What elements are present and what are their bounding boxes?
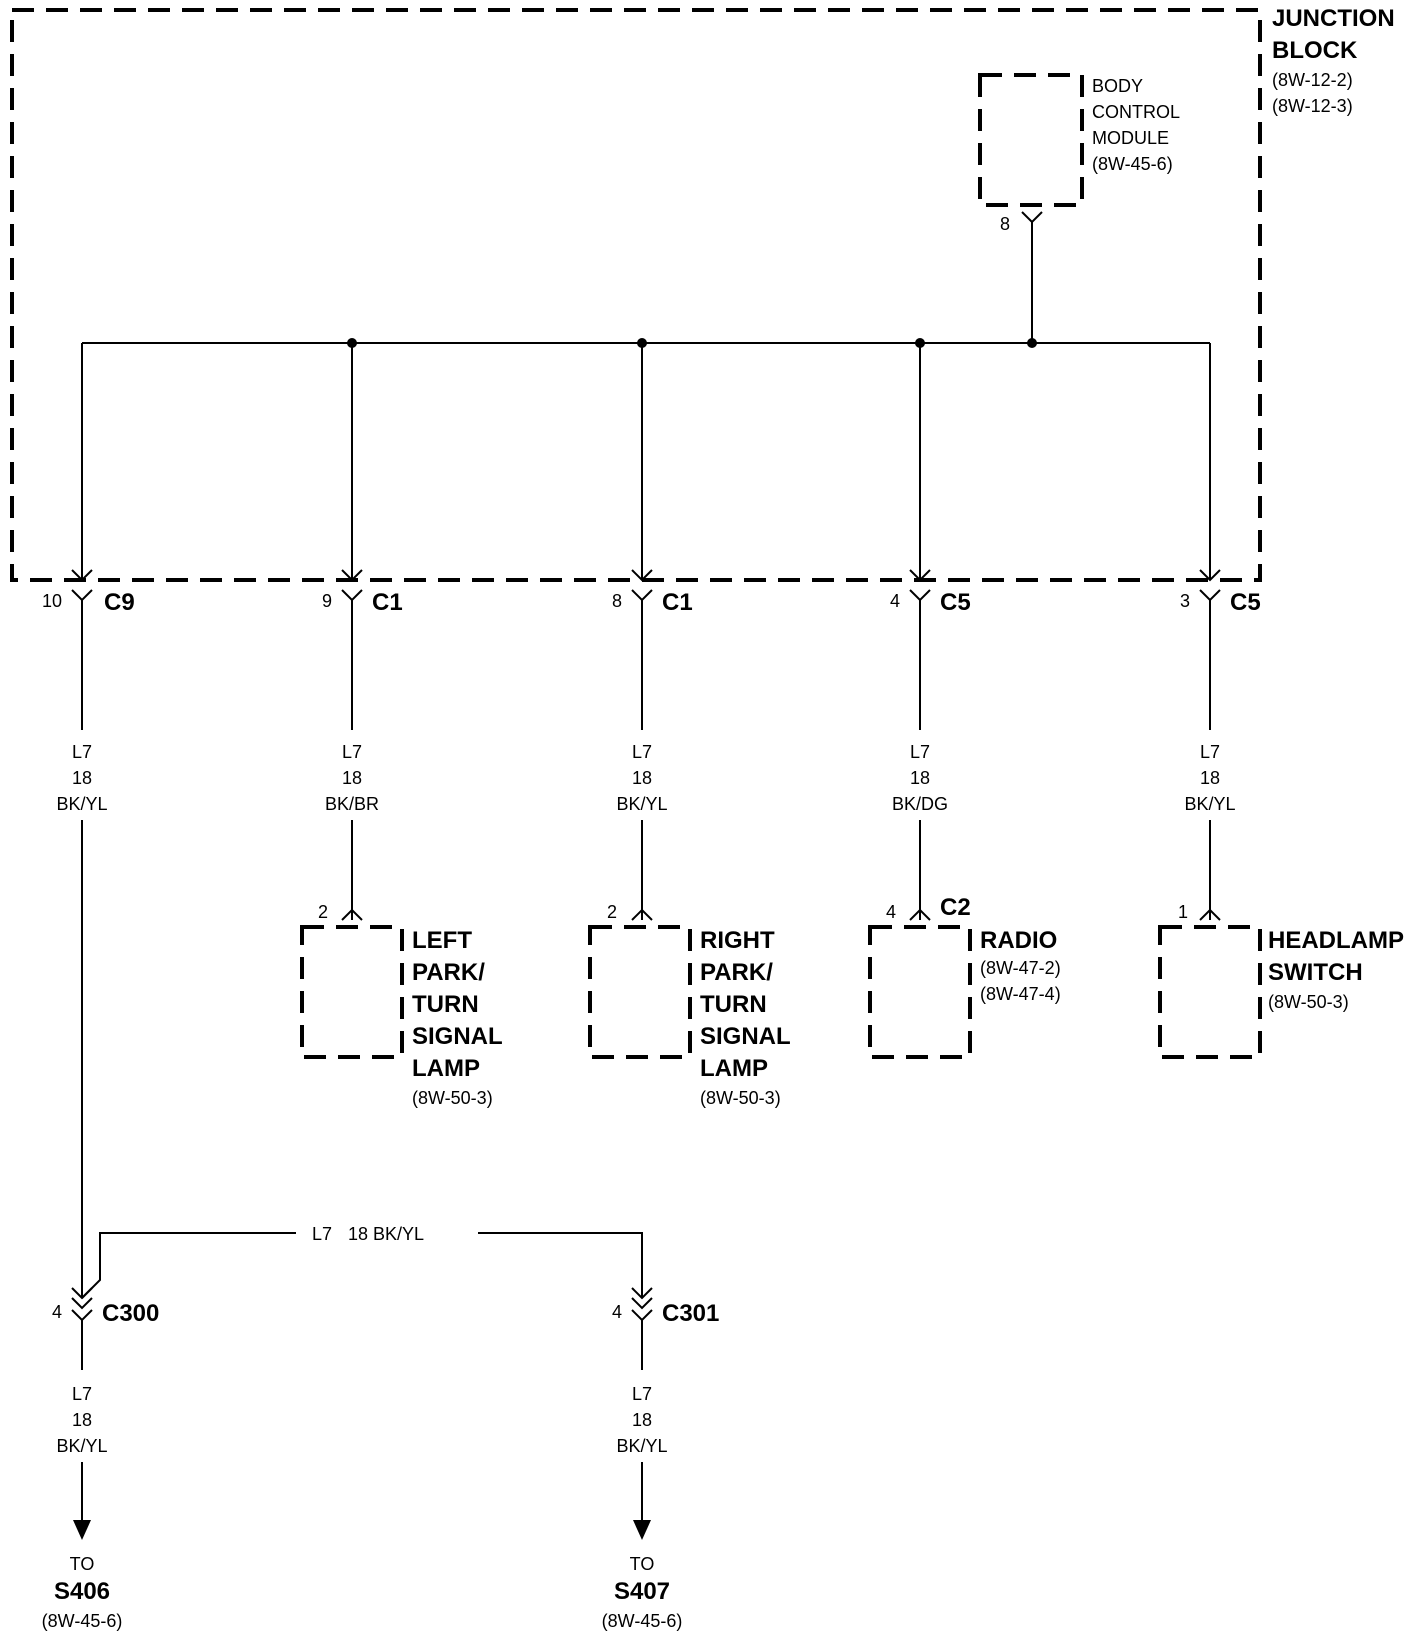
c300-pin: 4 — [52, 1302, 62, 1322]
radio-ref-2: (8W-47-4) — [980, 984, 1061, 1004]
wire-gauge: 18 — [72, 1410, 92, 1430]
wire-color: BK/DG — [892, 794, 948, 814]
wire-circuit: L7 — [342, 742, 362, 762]
c300-ref: (8W-45-6) — [42, 1611, 123, 1631]
headlamp-switch-box — [1158, 925, 1262, 1059]
bcm-title-2: CONTROL — [1092, 102, 1180, 122]
right-lamp-label-1: RIGHT — [700, 927, 775, 954]
radio-label: RADIO — [980, 927, 1057, 954]
component-pin: 2 — [318, 902, 328, 922]
radio-box — [868, 925, 972, 1059]
component-connector: C2 — [940, 894, 971, 921]
left-lamp-label-4: SIGNAL — [412, 1023, 503, 1050]
wire-gauge: 18 — [632, 768, 652, 788]
wire-gauge: 18 — [632, 1410, 652, 1430]
branch-c1-left: 9 C1 L7 18 BK/BR 2 LEFT PARK/ TURN SIGNA… — [300, 343, 503, 1108]
left-lamp-label-3: TURN — [412, 991, 479, 1018]
right-lamp-label-4: SIGNAL — [700, 1023, 791, 1050]
c301-to: TO — [630, 1554, 655, 1574]
component-pin: 1 — [1178, 902, 1188, 922]
wire-circuit: L7 — [632, 1384, 652, 1404]
arrow-down-icon — [73, 1520, 91, 1540]
junction-block-title-2: BLOCK — [1272, 37, 1358, 64]
branch-c1-right: 8 C1 L7 18 BK/YL 2 RIGHT PARK/ TURN SIGN… — [588, 343, 791, 1108]
wire-circuit: L7 — [72, 742, 92, 762]
c301-label: C301 — [662, 1300, 719, 1327]
right-lamp-label-2: PARK/ — [700, 959, 773, 986]
wire-circuit: L7 — [910, 742, 930, 762]
c300-label: C300 — [102, 1300, 159, 1327]
wire-color: BK/YL — [1184, 794, 1235, 814]
left-lamp-label-1: LEFT — [412, 927, 472, 954]
left-lamp-ref: (8W-50-3) — [412, 1088, 493, 1108]
jumper-wire: L7 18 BK/YL — [81, 1224, 643, 1299]
headlamp-switch-label-2: SWITCH — [1268, 959, 1363, 986]
component-pin: 2 — [607, 902, 617, 922]
c301-pin: 4 — [612, 1302, 622, 1322]
branch-c5-radio: 4 C5 L7 18 BK/DG 4 C2 RADIO (8W-47-2) (8… — [868, 343, 1061, 1059]
branch-pin: 4 — [890, 591, 900, 611]
branch-pin: 3 — [1180, 591, 1190, 611]
branch-connector: C5 — [940, 589, 971, 616]
right-lamp-box — [588, 925, 692, 1059]
right-lamp-label-5: LAMP — [700, 1055, 768, 1082]
bcm-title-3: MODULE — [1092, 128, 1169, 148]
wire-color: BK/YL — [56, 1436, 107, 1456]
wire-color: BK/YL — [56, 794, 107, 814]
bcm-title-1: BODY — [1092, 76, 1143, 96]
arrow-down-icon — [633, 1520, 651, 1540]
wire-color: BK/YL — [616, 794, 667, 814]
bcm-connector — [1021, 211, 1043, 343]
right-lamp-ref: (8W-50-3) — [700, 1088, 781, 1108]
branch-connector: C5 — [1230, 589, 1261, 616]
component-pin: 4 — [886, 902, 896, 922]
bcm-ref: (8W-45-6) — [1092, 154, 1173, 174]
c300-to: TO — [70, 1554, 95, 1574]
wire-circuit: L7 — [72, 1384, 92, 1404]
wire-color: BK/BR — [325, 794, 379, 814]
junction-block-title-1: JUNCTION — [1272, 5, 1395, 32]
jumper-gauge-color: 18 BK/YL — [348, 1224, 424, 1244]
branch-pin: 8 — [612, 591, 622, 611]
bcm-box — [978, 73, 1084, 207]
splice-dot — [1027, 338, 1037, 348]
left-lamp-box — [300, 925, 404, 1059]
connector-c301: 4 C301 L7 18 BK/YL TO S407 (8W-45-6) — [602, 1287, 719, 1631]
junction-block-ref-1: (8W-12-2) — [1272, 70, 1353, 90]
left-lamp-label-2: PARK/ — [412, 959, 485, 986]
branch-pin: 10 — [42, 591, 62, 611]
wire-gauge: 18 — [342, 768, 362, 788]
wire-circuit: L7 — [1200, 742, 1220, 762]
branch-pin: 9 — [322, 591, 332, 611]
branch-connector: C1 — [372, 589, 403, 616]
c301-splice: S407 — [614, 1578, 670, 1605]
radio-ref-1: (8W-47-2) — [980, 958, 1061, 978]
connector-c300: 4 C300 L7 18 BK/YL TO S406 (8W-45-6) — [42, 1287, 159, 1631]
c301-ref: (8W-45-6) — [602, 1611, 683, 1631]
wire-color: BK/YL — [616, 1436, 667, 1456]
bcm-pin: 8 — [1000, 214, 1010, 234]
wire-circuit: L7 — [632, 742, 652, 762]
headlamp-switch-ref: (8W-50-3) — [1268, 992, 1349, 1012]
left-lamp-label-5: LAMP — [412, 1055, 480, 1082]
junction-block-ref-2: (8W-12-3) — [1272, 96, 1353, 116]
right-lamp-label-3: TURN — [700, 991, 767, 1018]
branch-connector: C9 — [104, 589, 135, 616]
branch-c5-headlamp: 3 C5 L7 18 BK/YL 1 HEADLAMP SWITCH (8W-5… — [1158, 343, 1404, 1059]
wire-gauge: 18 — [72, 768, 92, 788]
branch-connector: C1 — [662, 589, 693, 616]
c300-splice: S406 — [54, 1578, 110, 1605]
wire-gauge: 18 — [910, 768, 930, 788]
jumper-circuit: L7 — [312, 1224, 332, 1244]
junction-block-outline — [10, 8, 1262, 582]
headlamp-switch-label-1: HEADLAMP — [1268, 927, 1404, 954]
wire-gauge: 18 — [1200, 768, 1220, 788]
branch-c9: 10 C9 L7 18 BK/YL — [42, 343, 135, 1298]
